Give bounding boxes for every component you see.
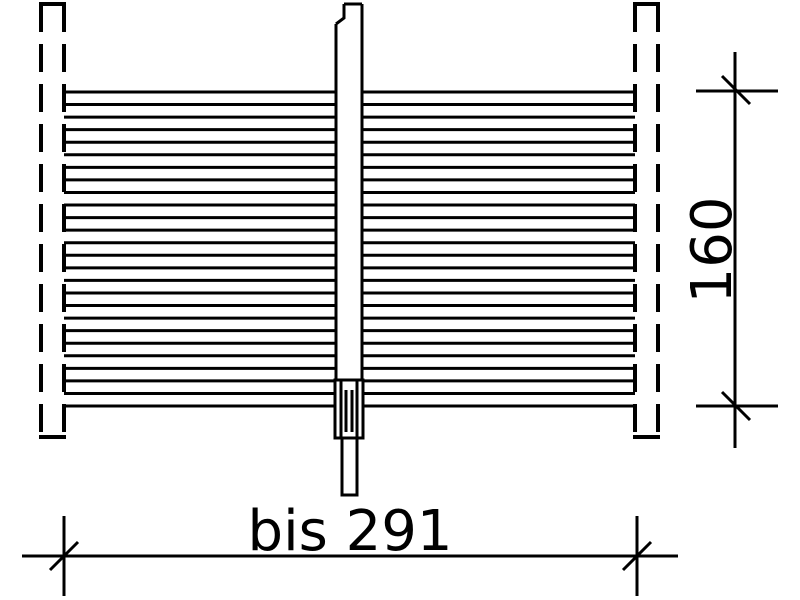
left-post bbox=[39, 2, 66, 439]
center-stile bbox=[333, 2, 365, 497]
right-post bbox=[633, 2, 660, 439]
left-gate-slats bbox=[64, 90, 336, 408]
height-label: 160 bbox=[680, 197, 745, 304]
right-gate-slats bbox=[362, 90, 635, 408]
height-dimension bbox=[696, 52, 778, 448]
width-dimension bbox=[22, 516, 678, 596]
width-label: bis 291 bbox=[248, 499, 453, 564]
